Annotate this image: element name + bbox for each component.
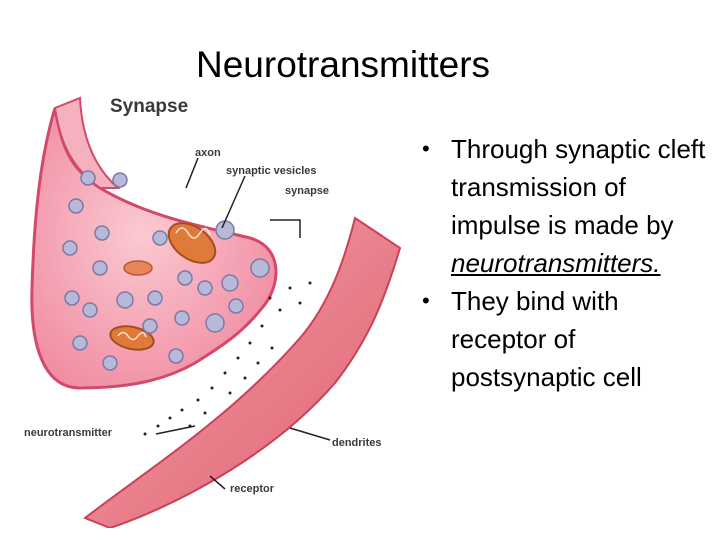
dendrite-inner-membrane [94,222,347,485]
bullet-text: Through synaptic cleft transmission of i… [451,130,720,282]
bullet-list: • Through synaptic cleft transmission of… [420,130,720,396]
label-receptor: receptor [230,483,275,495]
bullet-text-main: They bind with receptor of postsynaptic … [451,286,642,392]
slide-title: Neurotransmitters [196,44,491,85]
label-synaptic-vesicles: synaptic vesicles [226,165,317,177]
bullet-marker: • [422,288,430,313]
bullet-item: • Through synaptic cleft transmission of… [420,130,720,282]
diagram-heading: Synapse [110,96,188,117]
synapse-diagram: Synapse axon synaptic vesicles synapse n… [0,88,420,528]
bullet-text-emphasis: neurotransmitters. [451,248,661,278]
label-synapse: synapse [285,185,329,197]
label-dendrites: dendrites [332,437,382,449]
synapse-illustration: Synapse axon synaptic vesicles synapse n… [24,96,402,528]
organelle [123,260,153,276]
bullet-marker: • [422,136,430,161]
dendrite-membrane [82,216,402,528]
synaptic-vesicles [62,170,270,371]
bullet-text-main: Through synaptic cleft transmission of i… [451,134,706,240]
receptor-sites [123,278,328,465]
mitochondria [109,222,217,351]
bullet-item: • They bind with receptor of postsynapti… [420,282,720,396]
label-neurotransmitter: neurotransmitter [24,427,113,439]
neurotransmitter-molecules [143,281,312,436]
axon-stalk [53,96,121,189]
bullet-text: They bind with receptor of postsynaptic … [451,282,720,396]
label-axon: axon [195,147,221,159]
label-leader-lines [155,157,331,490]
